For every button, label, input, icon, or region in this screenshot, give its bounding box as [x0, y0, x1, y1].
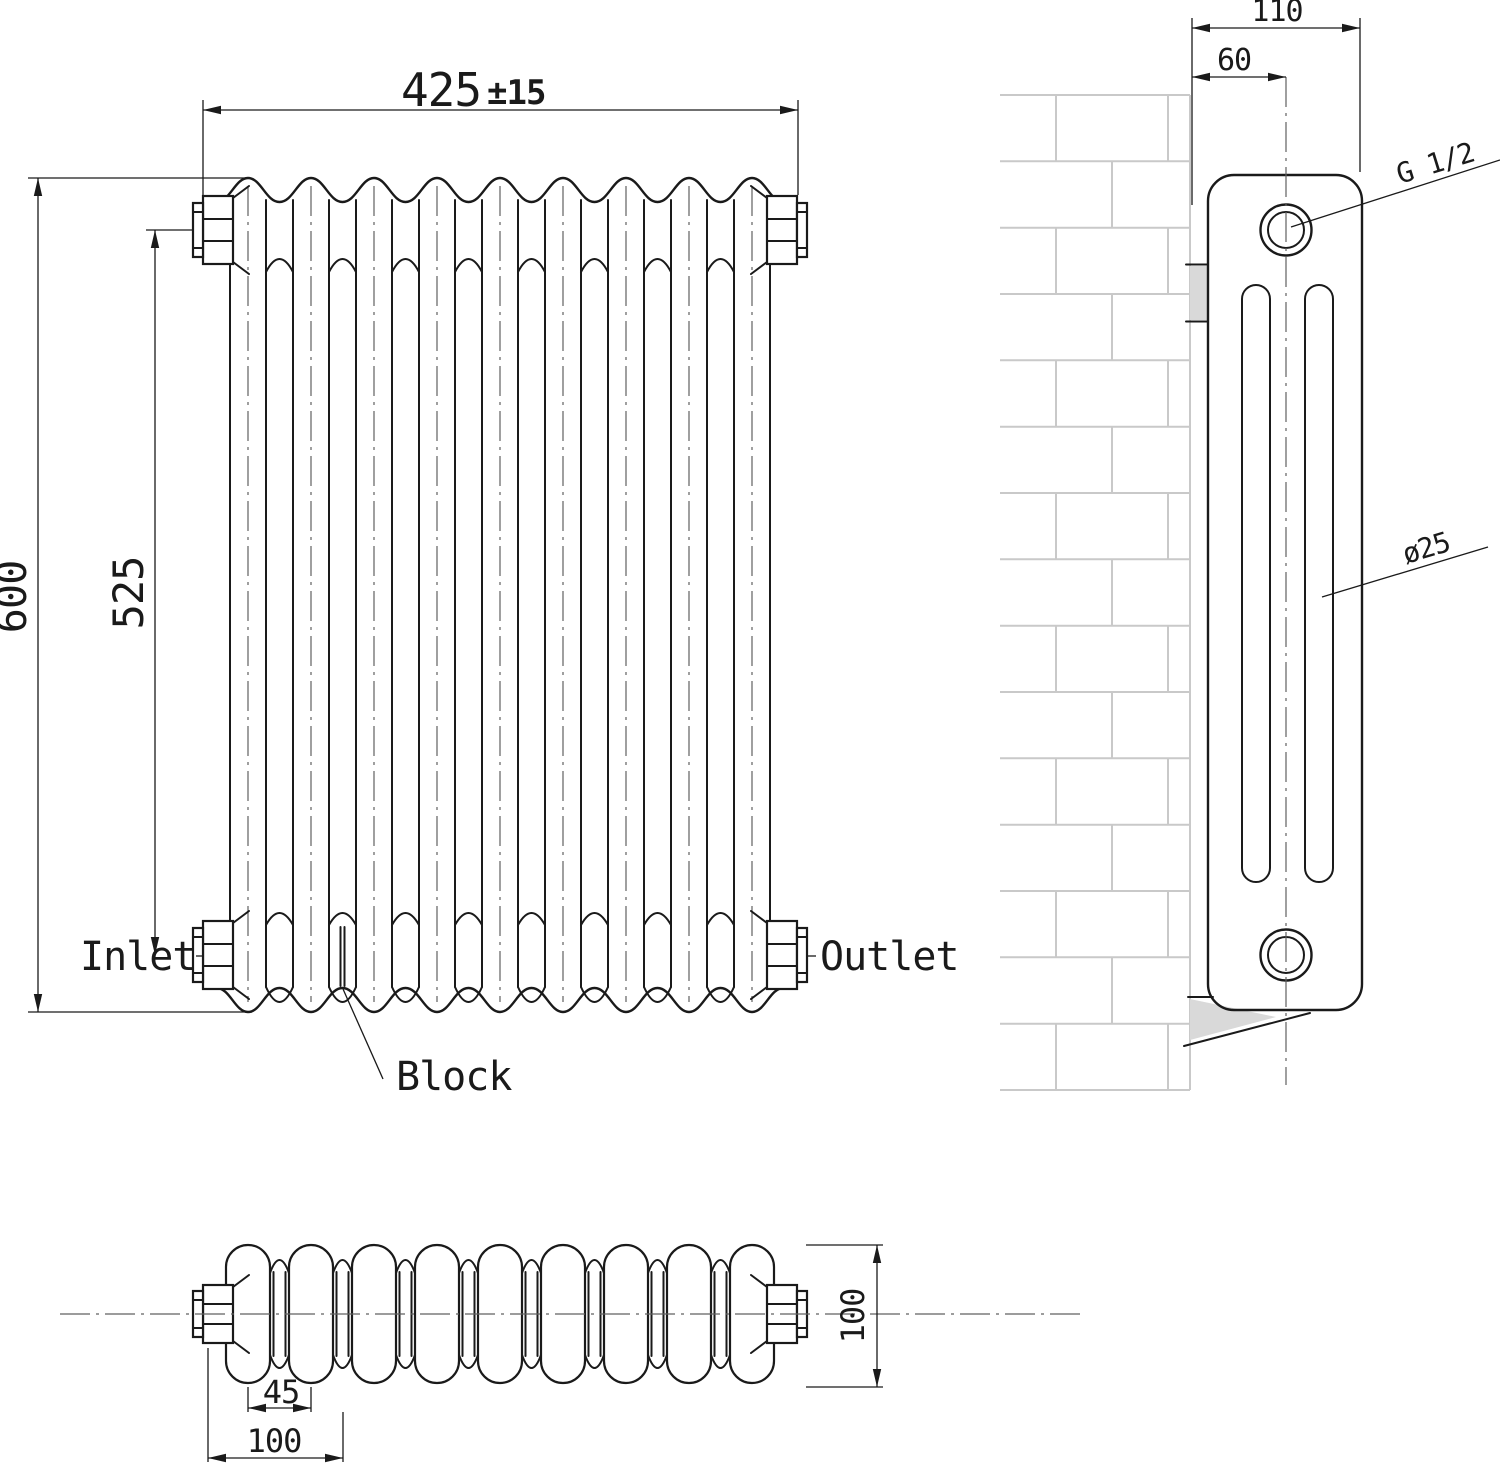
union-taper	[750, 1340, 768, 1354]
union-nut-facets	[766, 1299, 808, 1329]
column-edges	[229, 199, 771, 988]
front-radiator-body	[215, 176, 785, 1014]
union-nut-facets	[192, 211, 234, 249]
outlet-label: Outlet	[820, 934, 959, 980]
rear-column-arcs	[265, 258, 735, 1003]
dim-end-extension-lines	[207, 1348, 344, 1462]
dim-width-value: 425	[401, 63, 481, 117]
union-taper	[750, 1274, 768, 1288]
union-taper	[750, 185, 768, 199]
wall-bracket-top-ticks	[1185, 263, 1208, 323]
dim-pitch-value: 45	[263, 1373, 300, 1411]
inlet-label: Inlet	[80, 934, 195, 980]
union-taper	[750, 986, 768, 1000]
union-taper	[232, 1340, 250, 1354]
dim-plan-depth-value: 100	[834, 1289, 872, 1344]
column-centerlines	[247, 186, 753, 1002]
union-nut-facets	[192, 1299, 234, 1329]
side-view: 110 60 G 1/2 ø25	[1000, 0, 1500, 1091]
union-taper	[232, 261, 250, 275]
union-nut-flange	[191, 926, 205, 984]
union-nut-body	[765, 194, 799, 266]
block-strip	[339, 926, 346, 987]
union-taper	[750, 910, 768, 924]
dim-width-extension-lines	[202, 100, 799, 195]
union-taper	[232, 185, 250, 199]
block-label: Block	[396, 1054, 512, 1100]
dim-port-offset-value: 60	[1217, 43, 1251, 78]
dim-width-tolerance: ±15	[487, 73, 545, 113]
wall-bracket-bottom	[1190, 999, 1276, 1040]
dim-plan-depth-extension-lines	[806, 1244, 883, 1388]
union-nut-body	[765, 919, 799, 991]
front-view: 425 ±15 600 525 Inlet Outlet Block	[0, 63, 960, 1100]
dim-height-value: 600	[0, 561, 36, 634]
union-taper	[232, 910, 250, 924]
union-nut-facets	[766, 936, 808, 974]
front-top-profile	[215, 176, 785, 204]
dim-end-value: 100	[247, 1422, 302, 1460]
union-nut-flange	[795, 926, 809, 984]
union-taper	[750, 261, 768, 275]
front-bottom-profile	[215, 986, 785, 1014]
front-union-nuts	[191, 185, 809, 1000]
side-radiator-body	[1206, 173, 1364, 1012]
wall-bracket-bottom-lines	[1183, 996, 1311, 1047]
dim-port-spacing-value: 525	[104, 557, 153, 630]
block-leader-line	[342, 988, 384, 1080]
brick-wall-pattern	[1000, 94, 1191, 1091]
union-nut-facets	[192, 936, 234, 974]
union-nut-body	[201, 919, 235, 991]
dim-depth-value: 110	[1251, 0, 1302, 29]
column-dia-leader-line	[1321, 546, 1489, 598]
union-nut-body	[201, 194, 235, 266]
union-taper	[232, 986, 250, 1000]
dim-depth-extension-lines	[1191, 18, 1361, 205]
side-column-slot-right	[1304, 284, 1334, 883]
dim-height-extension-lines	[28, 177, 252, 1013]
thread-leader-line	[1290, 159, 1500, 228]
wall-bracket-top	[1190, 266, 1207, 320]
side-column-slot-left	[1241, 284, 1271, 883]
bottom-view: 45 100 100	[60, 1243, 1085, 1463]
union-nut-flange	[795, 201, 809, 259]
brick-wall	[1000, 94, 1191, 1091]
union-nut-facets	[766, 211, 808, 249]
union-taper	[232, 1274, 250, 1288]
union-nut-flange	[191, 201, 205, 259]
